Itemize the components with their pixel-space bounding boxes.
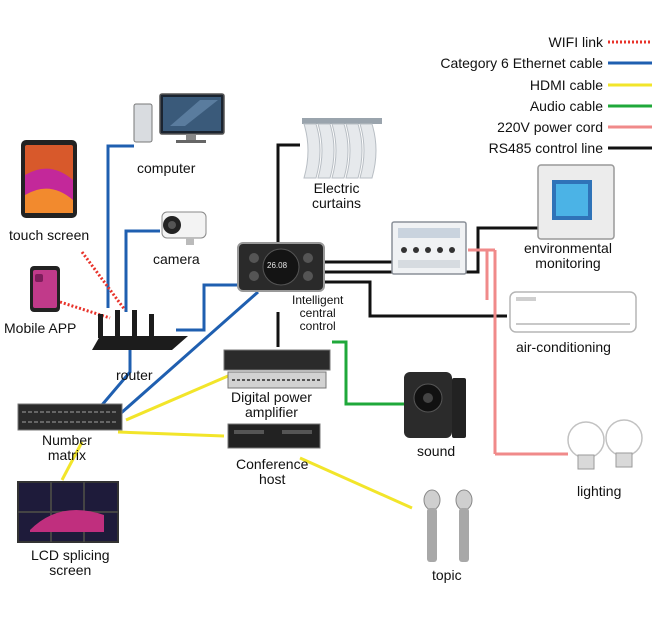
hdmi-line-matrix-lcd [60, 441, 84, 481]
ethernet-line-control-matrix [119, 290, 259, 416]
label-number-matrix-line1: Number [42, 432, 92, 448]
label-lcd-splicing-screen-line2: screen [49, 562, 92, 578]
label-router: router [116, 367, 153, 383]
router-icon [92, 310, 188, 350]
label-touch-screen: touch screen [9, 227, 90, 243]
number-matrix-icon [17, 403, 123, 431]
label-electric-curtains-line1: Electric [313, 180, 360, 196]
conference-host-icon [227, 423, 321, 449]
label-number-matrix: Number matrix [42, 433, 92, 463]
hdmi-line-host-matrix [117, 430, 225, 438]
legend-label-power: 220V power cord [497, 119, 603, 135]
microphone-icon [423, 489, 473, 562]
label-sound: sound [417, 443, 456, 459]
label-central-control: Intelligent central control [292, 294, 343, 333]
label-conference-host-line1: Conference [236, 456, 309, 472]
ethernet-line-computer [106, 144, 134, 308]
label-computer: computer [137, 160, 196, 176]
legend-label-hdmi: HDMI cable [529, 77, 603, 93]
label-digital-power-amplifier-line2: amplifier [245, 404, 298, 420]
label-camera: camera [153, 251, 200, 267]
audio-line-sound [332, 340, 404, 406]
control-panel-display: 26.08 [267, 261, 288, 270]
label-central-control-line1: Intelligent [292, 293, 344, 307]
label-air-conditioning: air-conditioning [516, 339, 611, 355]
ethernet-line-router-matrix [94, 340, 132, 413]
label-environmental-monitoring-line1: environmental [524, 240, 612, 256]
wifi-line-mobile [59, 300, 111, 320]
label-central-control-line3: control [299, 319, 336, 333]
speaker-icon [404, 372, 466, 438]
label-lighting: lighting [577, 483, 622, 499]
hdmi-line-host-topic [299, 456, 413, 510]
lighting-icon [567, 419, 643, 470]
ethernet-line-control [176, 283, 240, 332]
wifi-line-touch [80, 251, 127, 311]
hdmi-line-amp-matrix [125, 374, 229, 422]
legend-label-rs485: RS485 control line [488, 140, 603, 156]
curtains-icon [302, 118, 382, 179]
touch-screen-icon [21, 140, 77, 218]
label-lcd-splicing-screen: LCD splicing screen [31, 548, 110, 578]
label-electric-curtains-line2: curtains [312, 195, 362, 211]
central-control-icon [237, 242, 325, 292]
label-electric-curtains: Electric curtains [312, 181, 361, 211]
label-digital-power-amplifier: Digital power amplifier [231, 390, 312, 420]
label-digital-power-amplifier-line1: Digital power [231, 389, 312, 405]
label-conference-host: Conference host [236, 457, 308, 487]
environmental-monitoring-icon [537, 164, 615, 240]
legend-label-audio: Audio cable [529, 98, 603, 114]
mobile-phone-icon [30, 266, 60, 312]
rs485-line-ac [323, 280, 507, 318]
label-lcd-splicing-screen-line1: LCD splicing [31, 547, 110, 563]
camera-icon [161, 211, 207, 245]
legend-label-ethernet: Category 6 Ethernet cable [440, 55, 603, 71]
computer-icon [133, 93, 225, 143]
label-mobile-app: Mobile APP [4, 320, 77, 336]
label-number-matrix-line2: matrix [47, 447, 86, 463]
control-module-icon [391, 221, 467, 275]
legend-label-wifi: WIFI link [548, 34, 603, 50]
label-environmental-monitoring: environmental monitoring [524, 241, 612, 271]
label-topic: topic [432, 567, 462, 583]
ethernet-line-camera [124, 229, 160, 312]
power-amplifier-icon [223, 349, 331, 389]
air-conditioner-icon [509, 291, 637, 333]
label-environmental-monitoring-line2: monitoring [535, 255, 601, 271]
lcd-splicing-screen-icon [17, 481, 119, 543]
label-central-control-line2: central [299, 306, 336, 320]
label-conference-host-line2: host [258, 471, 286, 487]
rs485-line-curtains [276, 143, 300, 244]
